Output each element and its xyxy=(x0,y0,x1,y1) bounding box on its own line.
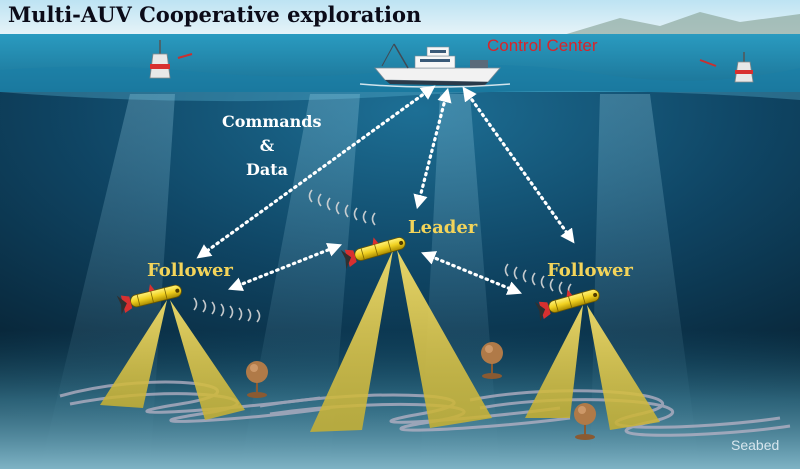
follower-right-label: Follower xyxy=(547,260,633,281)
commands-label-line-1: Commands xyxy=(222,110,312,134)
commands-label-line-3: Data xyxy=(222,158,312,182)
follower-left-label: Follower xyxy=(147,260,233,281)
diagram-title: Multi-AUV Cooperative exploration xyxy=(8,2,421,27)
control-center-label: Control Center xyxy=(487,36,598,56)
commands-label-line-2: & xyxy=(222,134,312,158)
leader-label: Leader xyxy=(408,217,477,238)
commands-data-label: Commands & Data xyxy=(222,110,312,182)
seabed-label: Seabed xyxy=(731,437,779,453)
